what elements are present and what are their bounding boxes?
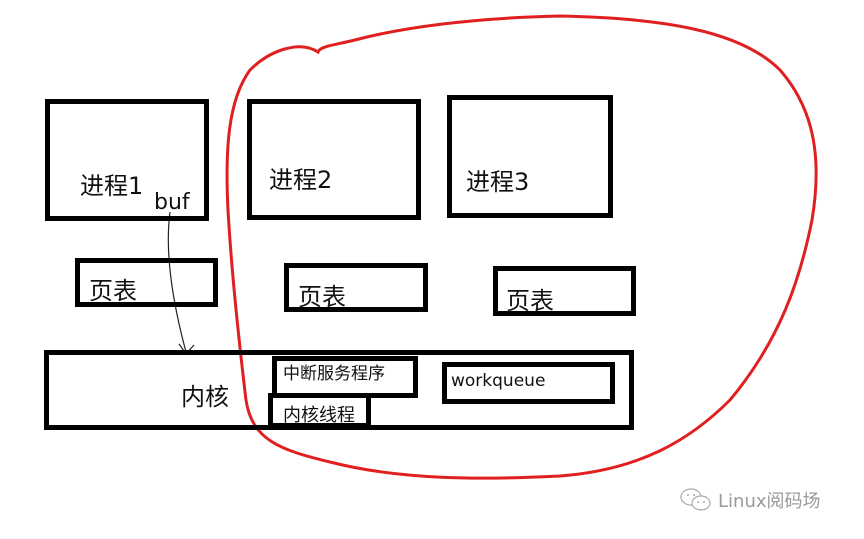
workqueue-label: workqueue (451, 371, 546, 391)
kernel-thread-label: 内核线程 (283, 405, 355, 426)
process-1-box: 进程1 buf (45, 99, 209, 221)
process-1-label: 进程1 (80, 172, 144, 200)
buf-label: buf (154, 190, 190, 215)
page-table-1-label: 页表 (89, 277, 137, 305)
kernel-label: 内核 (181, 383, 229, 411)
workqueue-box: workqueue (442, 362, 615, 404)
watermark: Linux阅码场 (680, 487, 821, 513)
page-table-1-box: 页表 (75, 258, 218, 307)
watermark-text: Linux阅码场 (718, 491, 821, 512)
arrow-line (167, 211, 187, 353)
process-2-label: 进程2 (269, 166, 333, 194)
process-3-label: 进程3 (466, 168, 530, 196)
kernel-thread-box: 内核线程 (268, 393, 371, 428)
page-table-3-box: 页表 (493, 266, 636, 316)
page-table-3-label: 页表 (506, 287, 554, 315)
isr-label: 中断服务程序 (283, 364, 385, 384)
wechat-icon (680, 488, 711, 511)
process-3-box: 进程3 (447, 95, 613, 218)
page-table-2-label: 页表 (298, 283, 346, 311)
page-table-2-box: 页表 (284, 263, 428, 312)
process-2-box: 进程2 (247, 99, 421, 220)
isr-box: 中断服务程序 (272, 356, 418, 398)
